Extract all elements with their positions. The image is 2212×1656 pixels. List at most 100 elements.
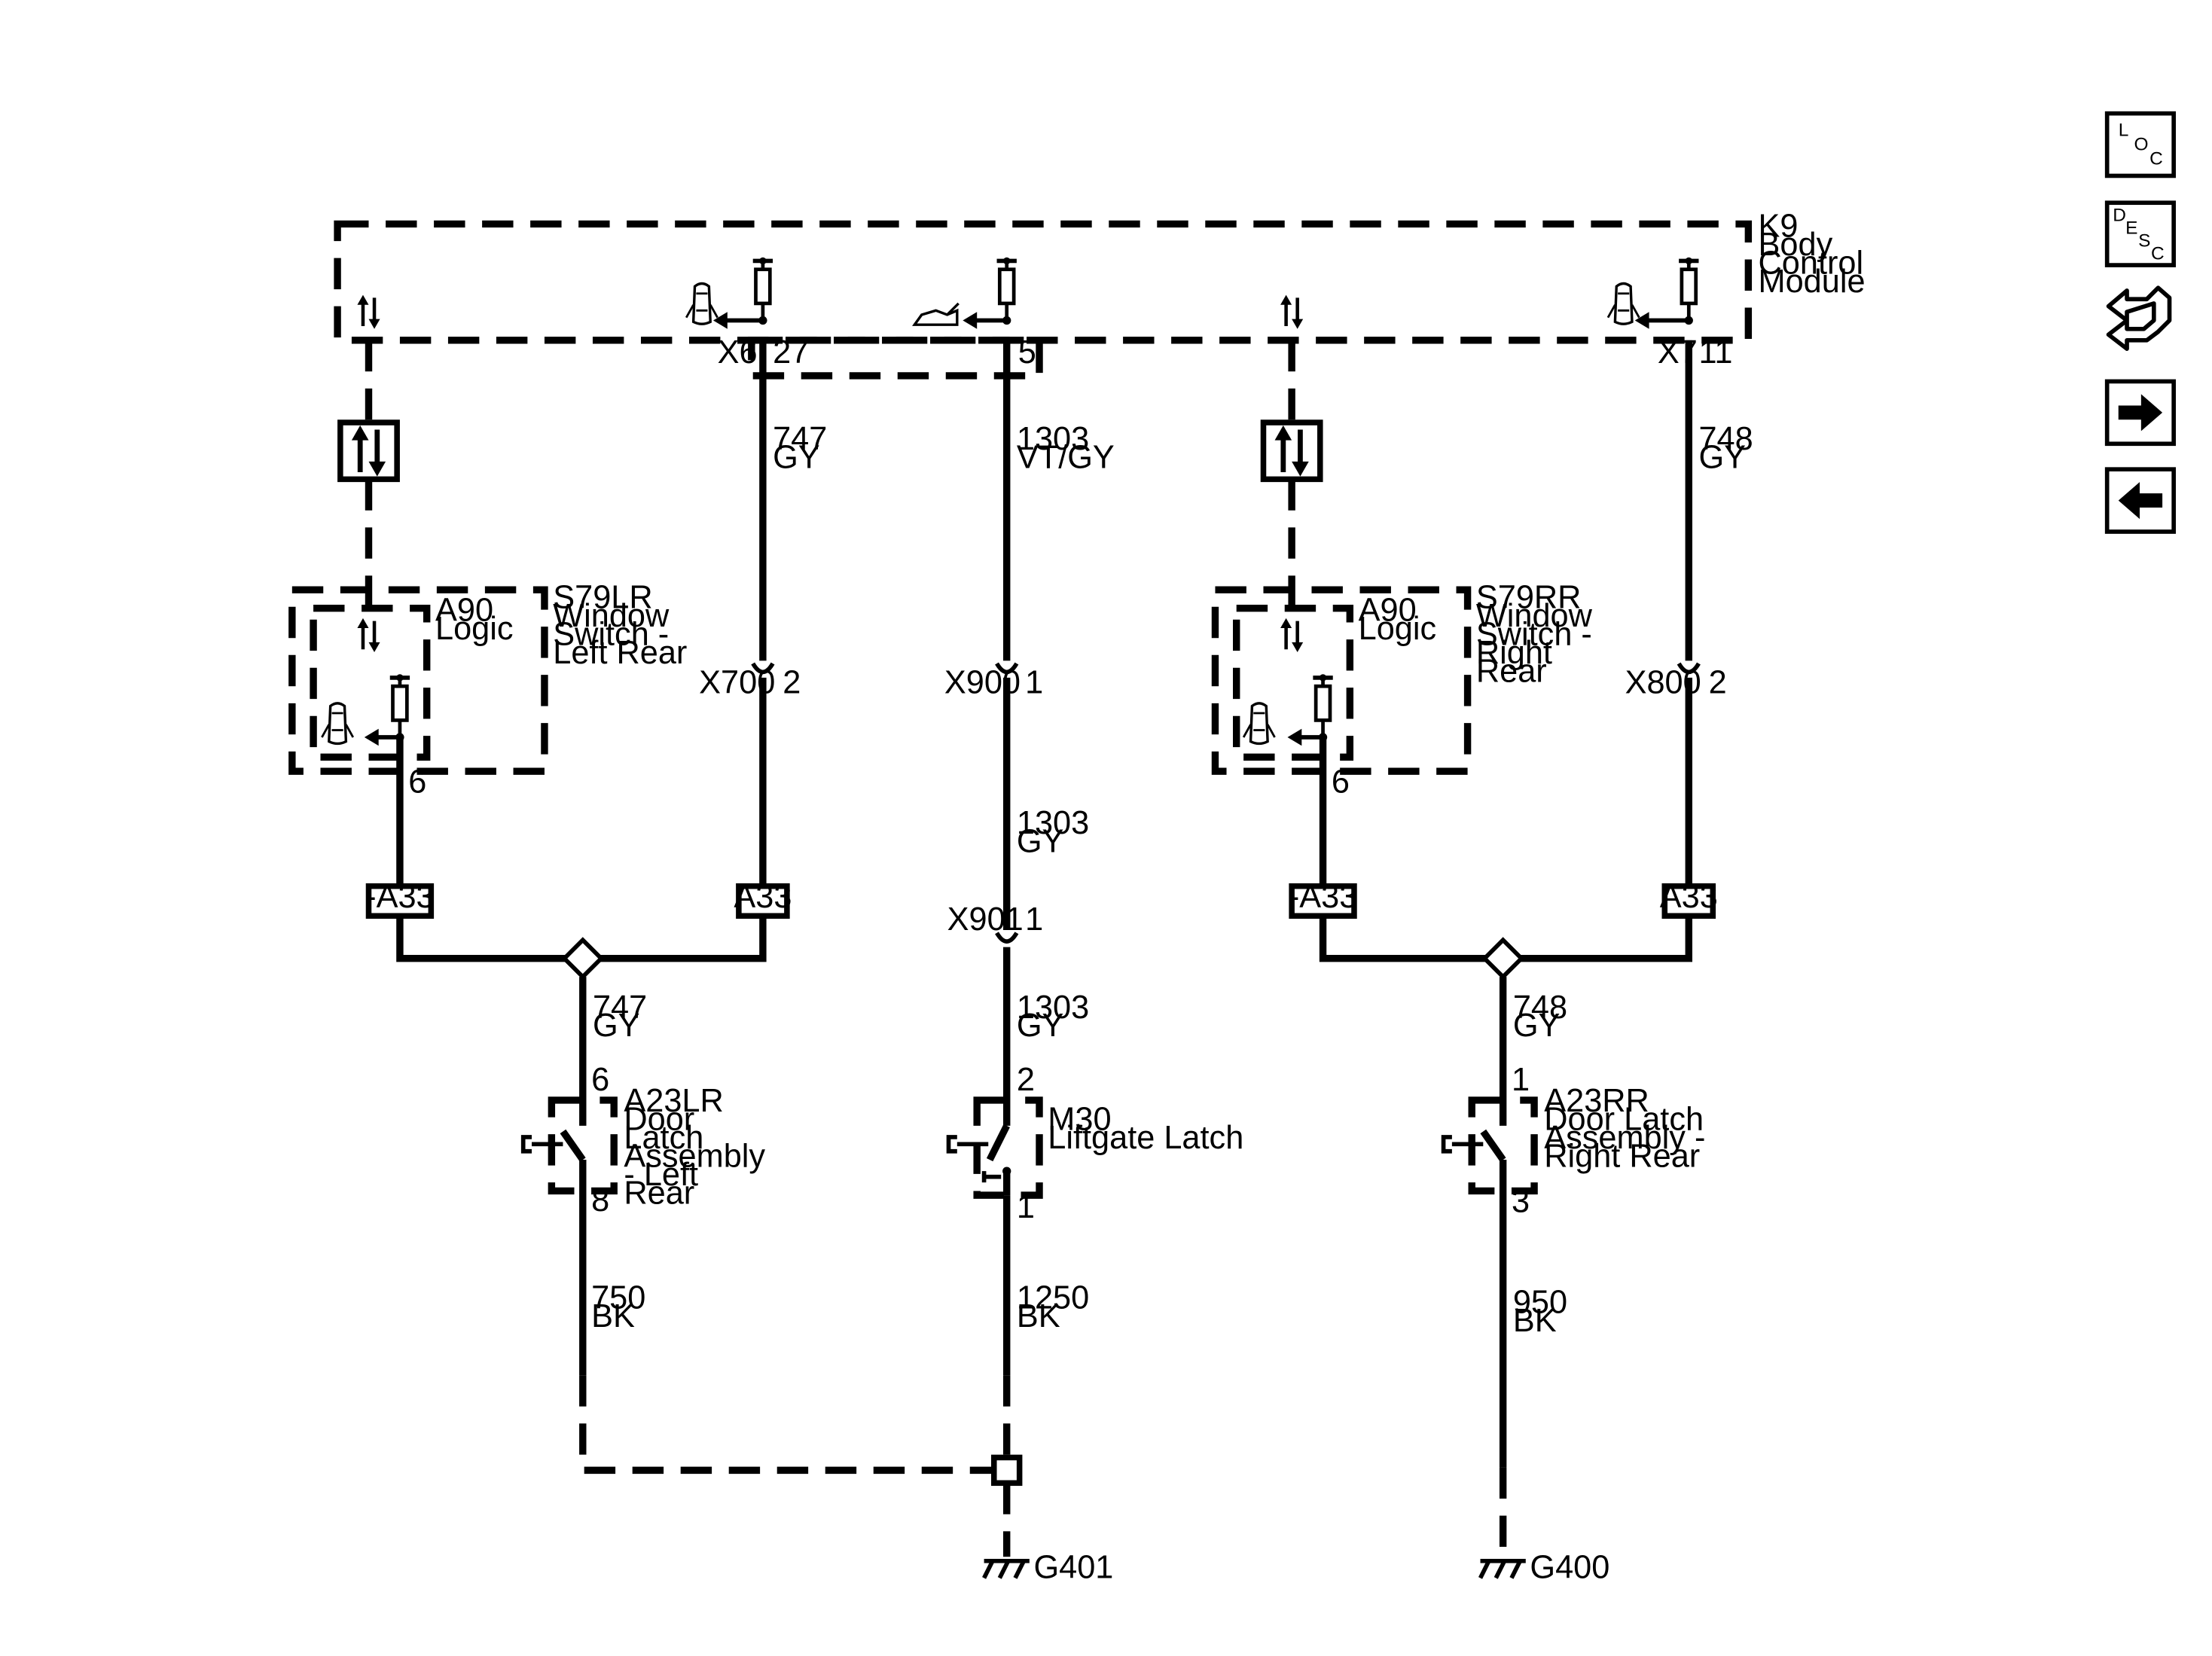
a23lr-name-line: Assembly bbox=[624, 1138, 765, 1174]
a23lr-pin-bottom: 8 bbox=[591, 1182, 609, 1218]
splice-diamond bbox=[561, 937, 605, 980]
a23rr-pin-bottom: 3 bbox=[1512, 1184, 1530, 1220]
ground-label: G401 bbox=[1033, 1549, 1113, 1585]
option-label: A33 bbox=[734, 879, 792, 915]
s79rr-name-line: Rear bbox=[1476, 654, 1547, 690]
s79rr-name-line: Switch - bbox=[1476, 617, 1592, 653]
a23rr-id: A23RR bbox=[1544, 1083, 1649, 1119]
serial-data-icon bbox=[1280, 618, 1303, 652]
k9-name-line: Body bbox=[1759, 227, 1833, 263]
a23lr-pin-top: 6 bbox=[591, 1062, 609, 1098]
x900-pin: 1 bbox=[1025, 665, 1043, 701]
wire-color: GY bbox=[1698, 439, 1746, 475]
arrow-left-icon bbox=[712, 312, 728, 329]
pull-up-resistor-icon bbox=[390, 674, 410, 741]
wire-circuit: 748 bbox=[1513, 990, 1567, 1026]
s79lr-logic-outline bbox=[310, 604, 431, 761]
s79lr-logic-name: Logic bbox=[435, 611, 514, 647]
arrow-left-icon bbox=[1287, 728, 1302, 746]
wire-circuit: 1250 bbox=[1017, 1280, 1089, 1316]
k9-module-outline bbox=[334, 220, 1753, 344]
s79rr-name-line: Window bbox=[1476, 598, 1593, 634]
m30-pin-bottom: 1 bbox=[1017, 1189, 1035, 1225]
s79rr-logic-outline bbox=[1233, 604, 1354, 761]
wire-color: GY bbox=[1017, 824, 1064, 860]
s79lr-id: S79LR bbox=[553, 580, 652, 616]
serial-data-box bbox=[1260, 419, 1323, 483]
k9-left-connector-id: X6 bbox=[718, 334, 758, 371]
a23rr-pin-top: 1 bbox=[1512, 1062, 1530, 1098]
a23lr-id: A23LR bbox=[624, 1083, 723, 1119]
x901-id: X901 bbox=[947, 901, 1024, 938]
wire-circuit: 1303 bbox=[1017, 421, 1089, 457]
s79lr-name-line: Switch - bbox=[553, 617, 669, 653]
liftgate-ajar-car-icon bbox=[912, 302, 960, 326]
option-label: A33 bbox=[1660, 879, 1718, 915]
arrow-left-icon bbox=[2118, 482, 2163, 520]
wire-color: GY bbox=[1513, 1008, 1561, 1044]
desc-letter: E bbox=[2125, 218, 2137, 239]
wire-color: BK bbox=[1513, 1303, 1557, 1339]
arrow-left-icon bbox=[963, 312, 978, 329]
desc-button[interactable]: D E S C bbox=[2104, 200, 2176, 267]
m30-pin-top: 2 bbox=[1017, 1062, 1035, 1098]
next-button[interactable] bbox=[2104, 379, 2176, 447]
m30-name-line: Liftgate Latch bbox=[1048, 1120, 1243, 1156]
back-button[interactable] bbox=[2104, 467, 2176, 534]
s79lr-name-line: Left Rear bbox=[553, 635, 687, 671]
desc-letter: S bbox=[2138, 231, 2150, 252]
ground-icon bbox=[984, 1561, 1030, 1578]
pull-up-resistor-icon bbox=[1679, 258, 1698, 325]
a23rr-name-line: Door Latch bbox=[1544, 1102, 1704, 1138]
x700-pin: 2 bbox=[783, 665, 801, 701]
arrow-left-icon bbox=[1634, 312, 1649, 329]
loc-letter: L bbox=[2119, 120, 2129, 141]
door-ajar-car-icon bbox=[685, 282, 719, 325]
m30-id: M30 bbox=[1048, 1102, 1111, 1138]
desc-letter: C bbox=[2151, 244, 2165, 264]
serial-data-icon bbox=[357, 618, 380, 652]
x901-pin: 1 bbox=[1025, 901, 1043, 938]
wire-circuit: 1303 bbox=[1017, 990, 1089, 1026]
a23lr-name-line: Rear bbox=[624, 1175, 694, 1211]
s79lr-module-outline bbox=[288, 586, 548, 775]
s79rr-logic-name: Logic bbox=[1359, 611, 1437, 647]
a23rr-name-line: Assembly - bbox=[1544, 1120, 1705, 1156]
option-box-left-pos bbox=[736, 883, 790, 919]
pull-up-resistor-icon bbox=[997, 258, 1017, 325]
arrow-right-icon bbox=[2118, 394, 2163, 432]
a23lr-name-line: Door bbox=[624, 1102, 694, 1138]
a23rr-name-line: Right Rear bbox=[1544, 1138, 1700, 1174]
s79rr-module-outline bbox=[1211, 586, 1472, 775]
door-ajar-car-icon bbox=[1606, 282, 1641, 325]
serial-data-icon bbox=[1280, 295, 1303, 329]
wire-color: GY bbox=[1017, 1008, 1064, 1044]
loc-letter: C bbox=[2149, 148, 2163, 169]
s79lr-logic-id: A90 bbox=[435, 593, 493, 629]
ground-junction-box bbox=[991, 1454, 1023, 1487]
wire-circuit: 747 bbox=[773, 421, 827, 457]
arrow-left-icon bbox=[364, 728, 379, 746]
splice-diamond bbox=[1481, 937, 1525, 980]
k9-name-line: Control bbox=[1759, 245, 1864, 281]
diagnostic-connector-button[interactable] bbox=[2106, 285, 2172, 351]
wire-circuit: 748 bbox=[1698, 421, 1753, 457]
serial-data-box bbox=[337, 419, 400, 483]
wire-color: GY bbox=[773, 439, 820, 475]
serial-data-icon bbox=[357, 295, 380, 329]
wire-circuit: 750 bbox=[591, 1280, 645, 1316]
desc-letter: D bbox=[2113, 206, 2126, 226]
s79rr-logic-id: A90 bbox=[1359, 593, 1417, 629]
ground-icon bbox=[1481, 1561, 1526, 1578]
s79rr-pin: 6 bbox=[1332, 764, 1350, 800]
pull-up-resistor-icon bbox=[753, 258, 773, 325]
s79lr-name-line: Window bbox=[553, 598, 670, 634]
s79lr-pin: 6 bbox=[408, 764, 426, 800]
k9-name-line: Module bbox=[1759, 264, 1866, 300]
loc-button[interactable]: L O C bbox=[2104, 111, 2176, 178]
k9-mid-pin: 5 bbox=[1018, 334, 1036, 371]
diagnostic-connector-icon bbox=[2106, 285, 2172, 351]
option-label: -A33 bbox=[365, 879, 434, 915]
ground-label: G400 bbox=[1530, 1549, 1609, 1585]
